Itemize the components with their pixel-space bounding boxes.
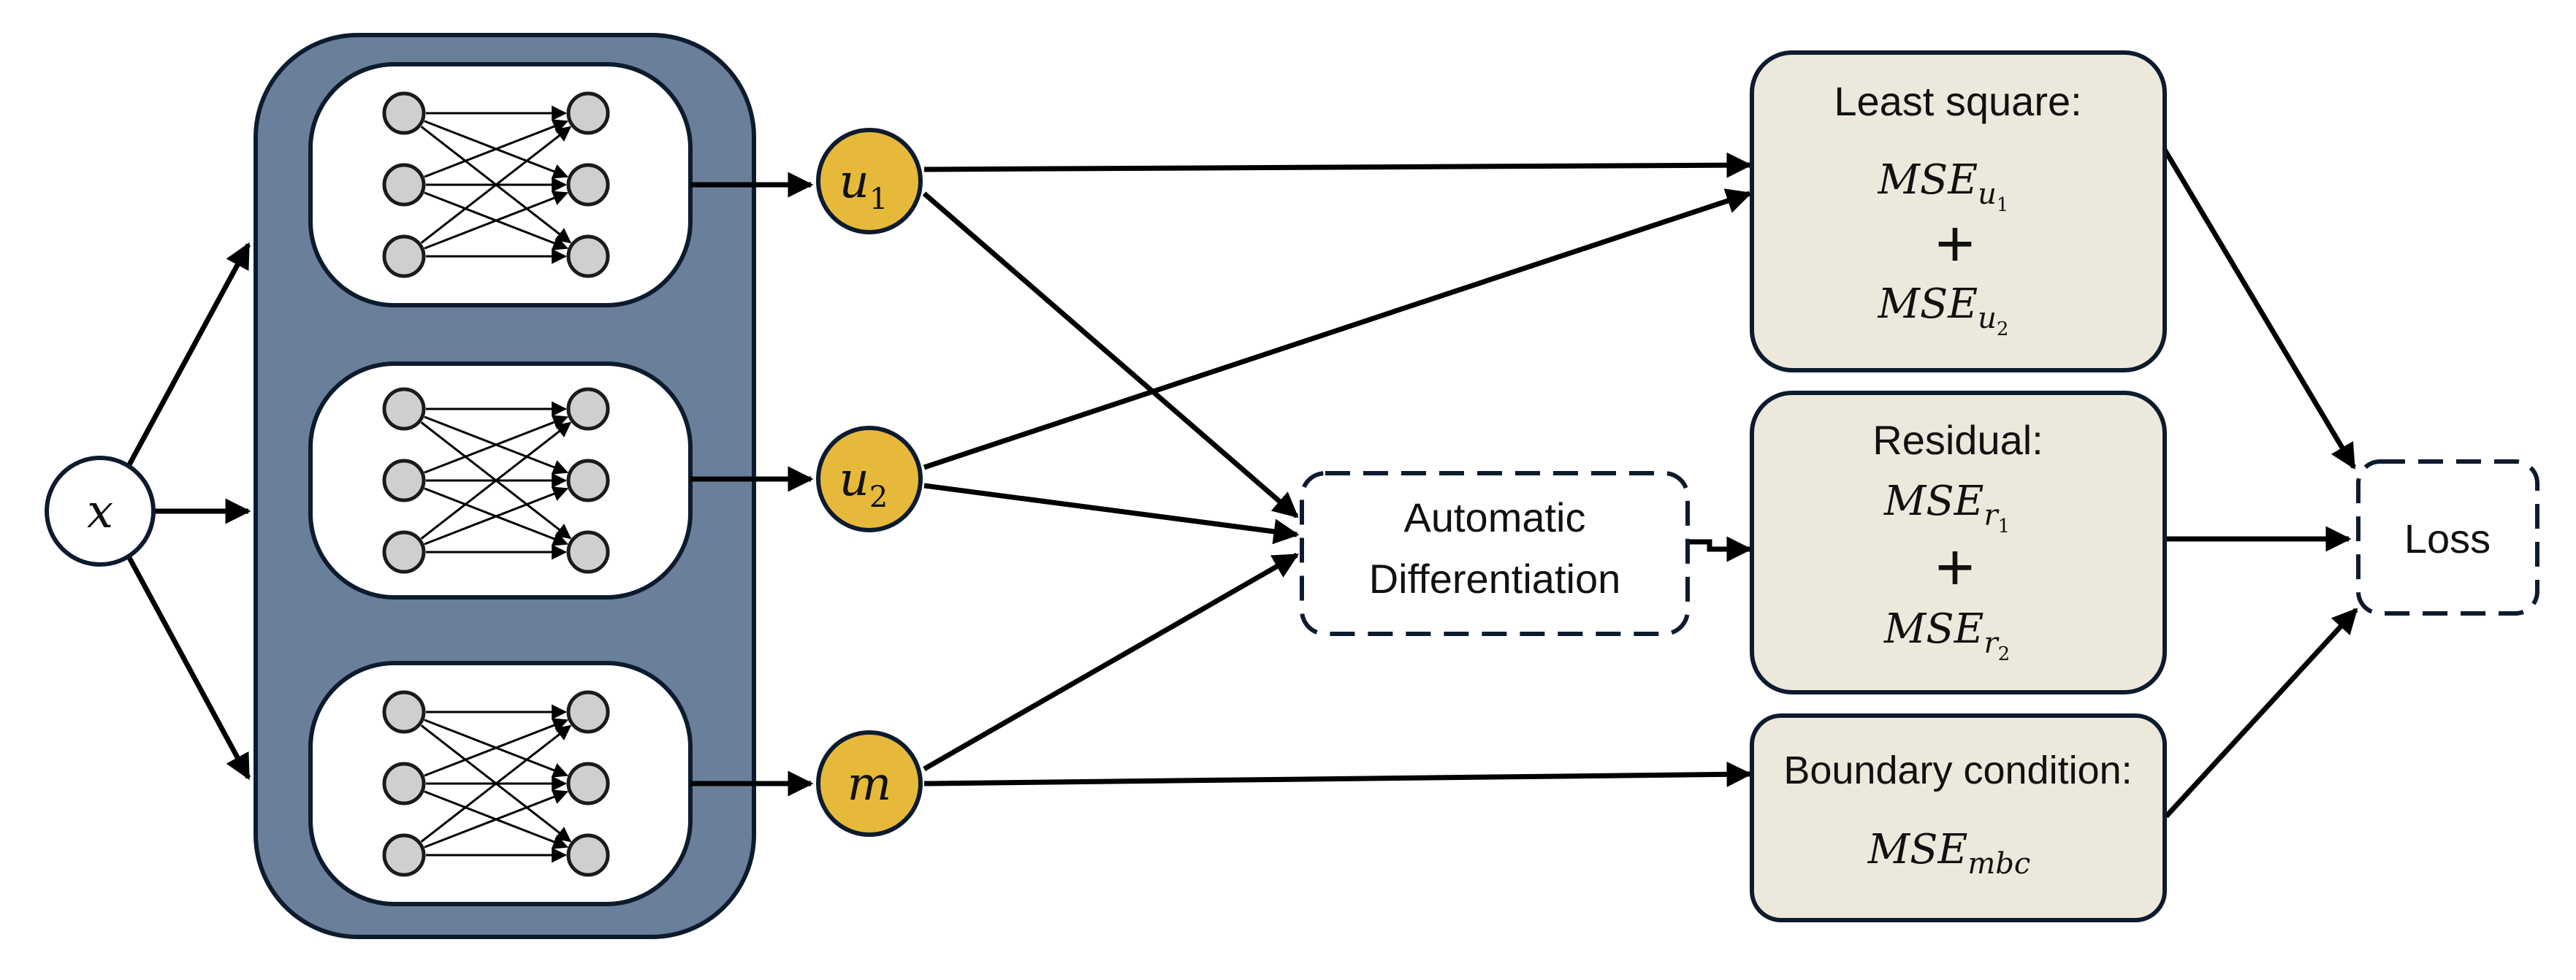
residual-term1-sub: r bbox=[1984, 499, 2000, 532]
network-connection bbox=[420, 126, 572, 244]
least-square-term1-sub: u bbox=[1978, 177, 1997, 211]
network-connection bbox=[424, 119, 569, 178]
output-neuron bbox=[566, 234, 610, 278]
output-u2-subscript: 2 bbox=[869, 481, 888, 514]
output-neuron bbox=[566, 762, 610, 805]
autodiff-line2: Differentiation bbox=[1369, 556, 1621, 602]
arrow-least-square-to-loss bbox=[2162, 148, 2357, 470]
boundary-box: Boundary condition: MSEmbc bbox=[1750, 713, 2167, 922]
boundary-title: Boundary condition: bbox=[1783, 749, 2132, 792]
least-square-term2-subsub: 2 bbox=[1997, 318, 2009, 340]
least-square-box: Least square: MSEu1 + MSEu2 bbox=[1750, 50, 2167, 372]
least-square-plus: + bbox=[1935, 207, 1975, 281]
neural-network-layers bbox=[382, 91, 610, 877]
input-neuron bbox=[382, 833, 426, 877]
connector-arrows bbox=[125, 148, 2358, 819]
least-square-title: Least square: bbox=[1834, 78, 2081, 124]
least-square-term1-subsub: 1 bbox=[1997, 194, 2009, 216]
arrow-u1-to-least-square bbox=[923, 152, 1753, 178]
input-neuron bbox=[382, 690, 426, 734]
input-neuron bbox=[382, 387, 426, 431]
arrow-m-to-boundary bbox=[923, 761, 1753, 787]
residual-term2-base: MSE bbox=[1883, 605, 1984, 653]
svg-text:u2: u2 bbox=[839, 453, 888, 514]
arrow-u1-to-autodiff bbox=[922, 191, 1299, 518]
output-u2-label: u bbox=[839, 453, 869, 507]
output-node-m: m bbox=[816, 730, 923, 837]
output-neuron bbox=[566, 690, 610, 734]
output-neuron bbox=[566, 530, 610, 574]
input-neuron bbox=[382, 163, 426, 207]
input-node: x bbox=[45, 456, 156, 567]
output-node-u1: u1 bbox=[816, 128, 923, 234]
residual-term1-subsub: 1 bbox=[1998, 516, 2011, 537]
arrow-u2-to-least-square bbox=[923, 188, 1753, 470]
output-node-u2: u2 bbox=[816, 426, 923, 532]
output-neuron bbox=[566, 163, 610, 207]
svg-text:MSEmbc: MSEmbc bbox=[1867, 826, 2031, 881]
output-u1-label: u bbox=[839, 155, 869, 209]
boundary-term-base: MSE bbox=[1867, 826, 1968, 873]
arrow-boundary-to-loss bbox=[2164, 608, 2358, 819]
network-connection bbox=[424, 191, 569, 250]
output-neuron bbox=[566, 833, 610, 877]
input-neuron bbox=[382, 762, 426, 805]
svg-text:u1: u1 bbox=[839, 155, 888, 216]
network-connection bbox=[424, 415, 569, 474]
svg-text:MSEr1: MSEr1 bbox=[1883, 478, 2010, 537]
network-connection bbox=[424, 718, 569, 777]
arrow-input-to-net3 bbox=[125, 554, 251, 781]
svg-text:MSEu2: MSEu2 bbox=[1878, 280, 2009, 340]
boundary-term-sub: mbc bbox=[1967, 847, 2030, 881]
arrow-input-to-net1 bbox=[125, 242, 251, 469]
network-connection bbox=[420, 421, 572, 540]
input-neuron bbox=[382, 234, 426, 278]
least-square-term2-sub: u bbox=[1978, 302, 1997, 335]
residual-term1-base: MSE bbox=[1883, 478, 1984, 525]
output-u1-subscript: 1 bbox=[869, 183, 888, 216]
network-connection bbox=[424, 486, 569, 545]
input-symbol: x bbox=[87, 485, 113, 539]
residual-title: Residual: bbox=[1872, 417, 2043, 463]
output-m-label: m bbox=[847, 757, 892, 811]
output-neuron bbox=[566, 387, 610, 431]
least-square-term2-base: MSE bbox=[1878, 280, 1978, 328]
loss-box: Loss bbox=[2356, 459, 2539, 616]
residual-plus: + bbox=[1935, 530, 1975, 605]
svg-text:MSEu1: MSEu1 bbox=[1878, 156, 2009, 216]
input-neuron bbox=[382, 459, 426, 502]
input-neuron bbox=[382, 91, 426, 135]
arrow-autodiff-to-residual bbox=[1688, 536, 1753, 562]
svg-text:MSEr2: MSEr2 bbox=[1883, 605, 2010, 665]
autodiff-line1: Automatic bbox=[1404, 494, 1586, 540]
arrow-u2-to-autodiff bbox=[923, 483, 1300, 545]
output-neuron bbox=[566, 91, 610, 135]
autodiff-box: Automatic Differentiation bbox=[1300, 471, 1690, 636]
residual-term2-sub: r bbox=[1984, 627, 2000, 660]
network-connection bbox=[424, 789, 569, 849]
least-square-term1-base: MSE bbox=[1878, 156, 1978, 204]
residual-box: Residual: MSEr1 + MSEr2 bbox=[1750, 391, 2167, 694]
loss-label: Loss bbox=[2404, 516, 2491, 562]
network-connection bbox=[420, 724, 572, 843]
residual-term2-subsub: 2 bbox=[1998, 643, 2011, 665]
input-neuron bbox=[382, 530, 426, 574]
output-neuron bbox=[566, 459, 610, 502]
arrow-m-to-autodiff bbox=[923, 552, 1300, 772]
